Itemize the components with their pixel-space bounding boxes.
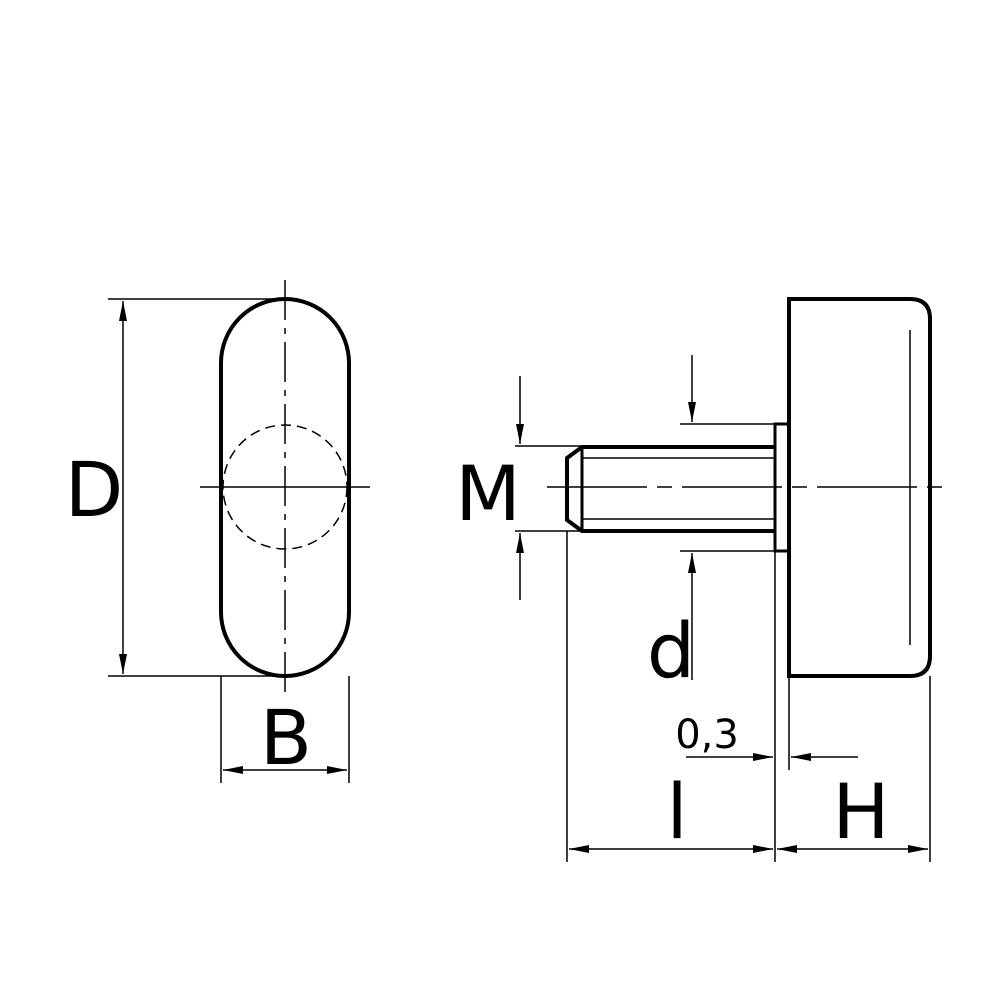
- label-gap: 0,3: [675, 712, 739, 758]
- label-d: d: [647, 606, 695, 695]
- thread-outline: [565, 445, 775, 533]
- label-D: D: [65, 445, 124, 534]
- label-H: H: [832, 767, 889, 856]
- front-view: [108, 280, 370, 783]
- head-outline: [787, 297, 932, 678]
- label-M: M: [455, 449, 521, 538]
- label-l: l: [666, 767, 687, 856]
- side-view: [515, 297, 948, 862]
- label-B: B: [260, 693, 312, 782]
